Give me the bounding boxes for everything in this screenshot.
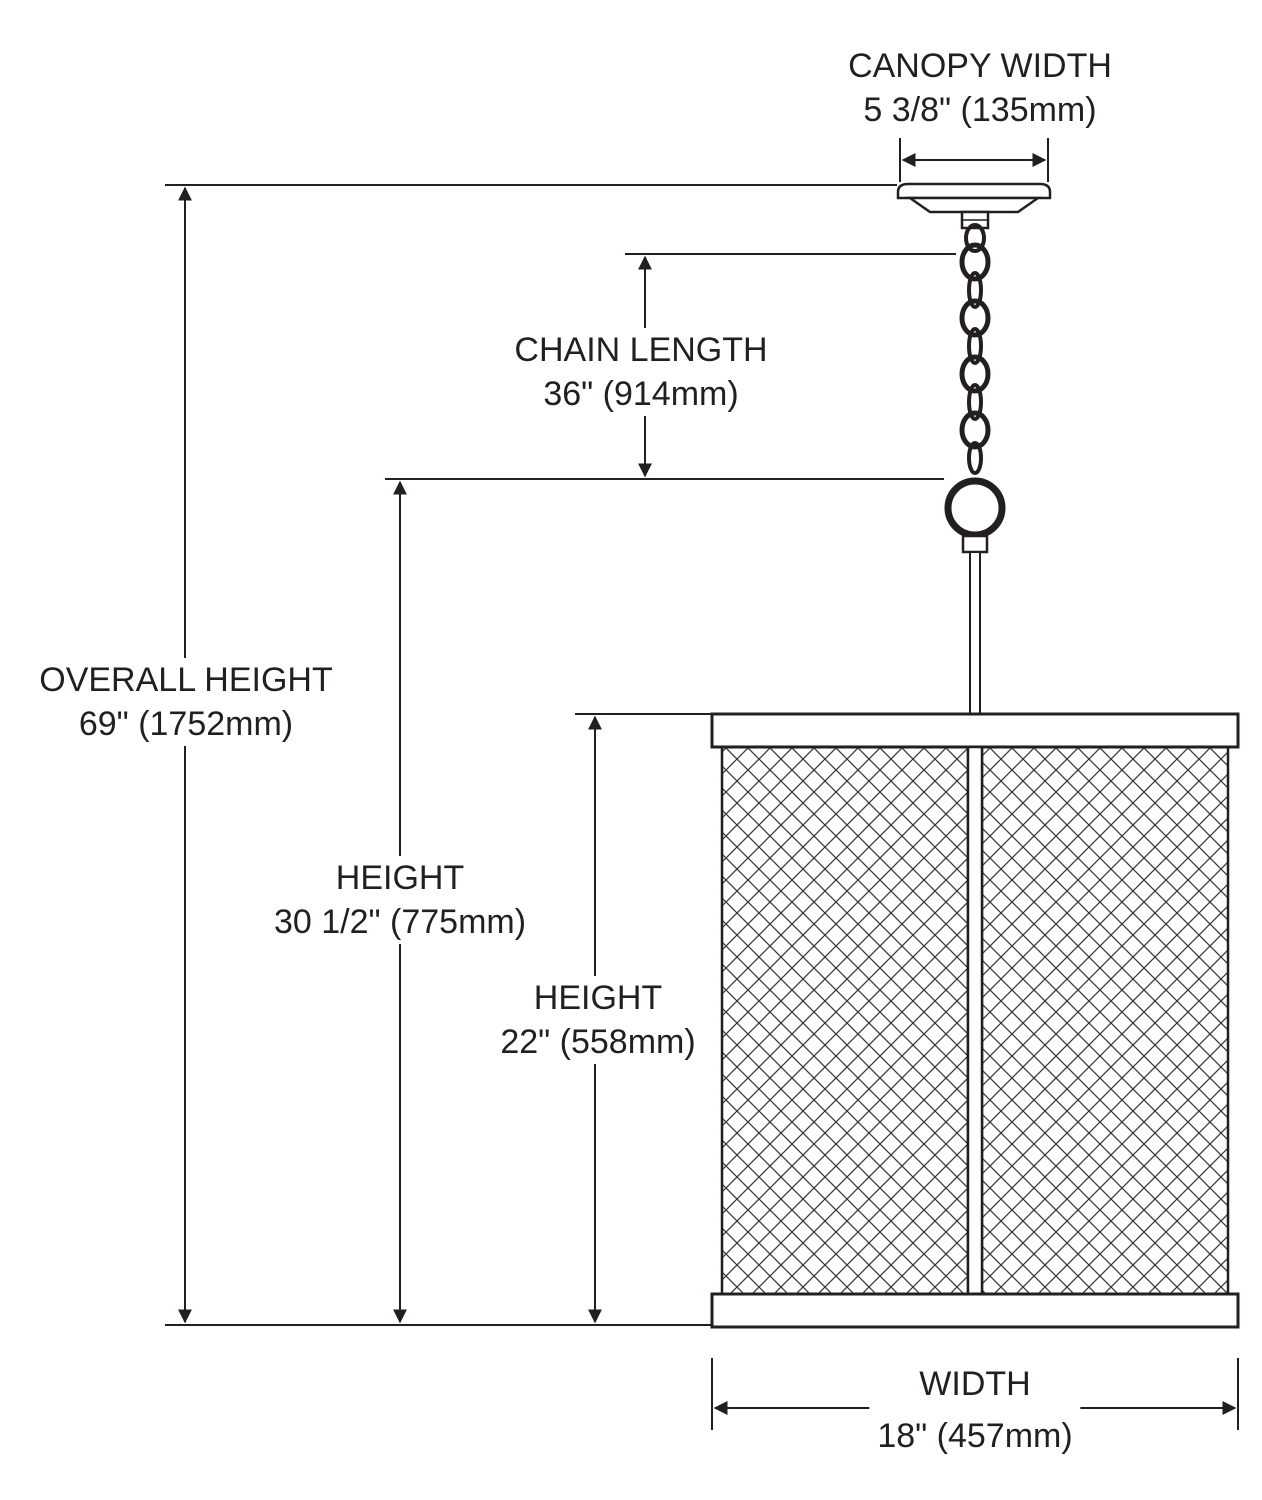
chain [959, 223, 991, 475]
label-height-shade-title: HEIGHT [533, 979, 663, 1017]
hanging-ring [944, 477, 1006, 539]
label-width-title: WIDTH [919, 1365, 1031, 1403]
shade-mesh-right [980, 745, 1230, 1296]
label-height-fixture: HEIGHT 30 1/2" (775mm) [265, 856, 535, 944]
label-chain-length-value: 36" (914mm) [543, 375, 739, 413]
label-canopy-width-title: CANOPY WIDTH [848, 47, 1112, 85]
shade-bottom-rim [710, 1292, 1240, 1329]
label-width: WIDTH 18" (457mm) [869, 1362, 1081, 1458]
canopy-shape [896, 182, 1052, 230]
shade-top-rim [710, 712, 1240, 749]
label-height-shade: HEIGHT 22" (558mm) [492, 976, 704, 1064]
shade-center-bar [966, 745, 984, 1296]
label-height-shade-value: 22" (558mm) [500, 1023, 696, 1061]
pendant-fixture [710, 182, 1240, 1329]
label-height-fixture-title: HEIGHT [335, 859, 465, 897]
label-height-fixture-value: 30 1/2" (775mm) [273, 903, 527, 941]
label-width-value: 18" (457mm) [877, 1417, 1073, 1455]
label-overall-height: OVERALL HEIGHT 69" (1752mm) [31, 658, 341, 746]
label-overall-height-value: 69" (1752mm) [78, 705, 294, 743]
dimension-canopy-width [899, 138, 1049, 182]
shade-mesh-left [720, 745, 970, 1296]
label-chain-length-title: CHAIN LENGTH [514, 331, 768, 369]
label-canopy-width-value: 5 3/8" (135mm) [863, 91, 1097, 129]
label-canopy-width: CANOPY WIDTH 5 3/8" (135mm) [840, 44, 1120, 132]
label-overall-height-title: OVERALL HEIGHT [39, 661, 333, 699]
dimension-lines [165, 138, 1239, 1430]
label-chain-length: CHAIN LENGTH 36" (914mm) [506, 328, 776, 416]
stem-rod [961, 534, 989, 716]
dimension-overall-height [165, 184, 897, 1326]
shade [710, 712, 1240, 1329]
